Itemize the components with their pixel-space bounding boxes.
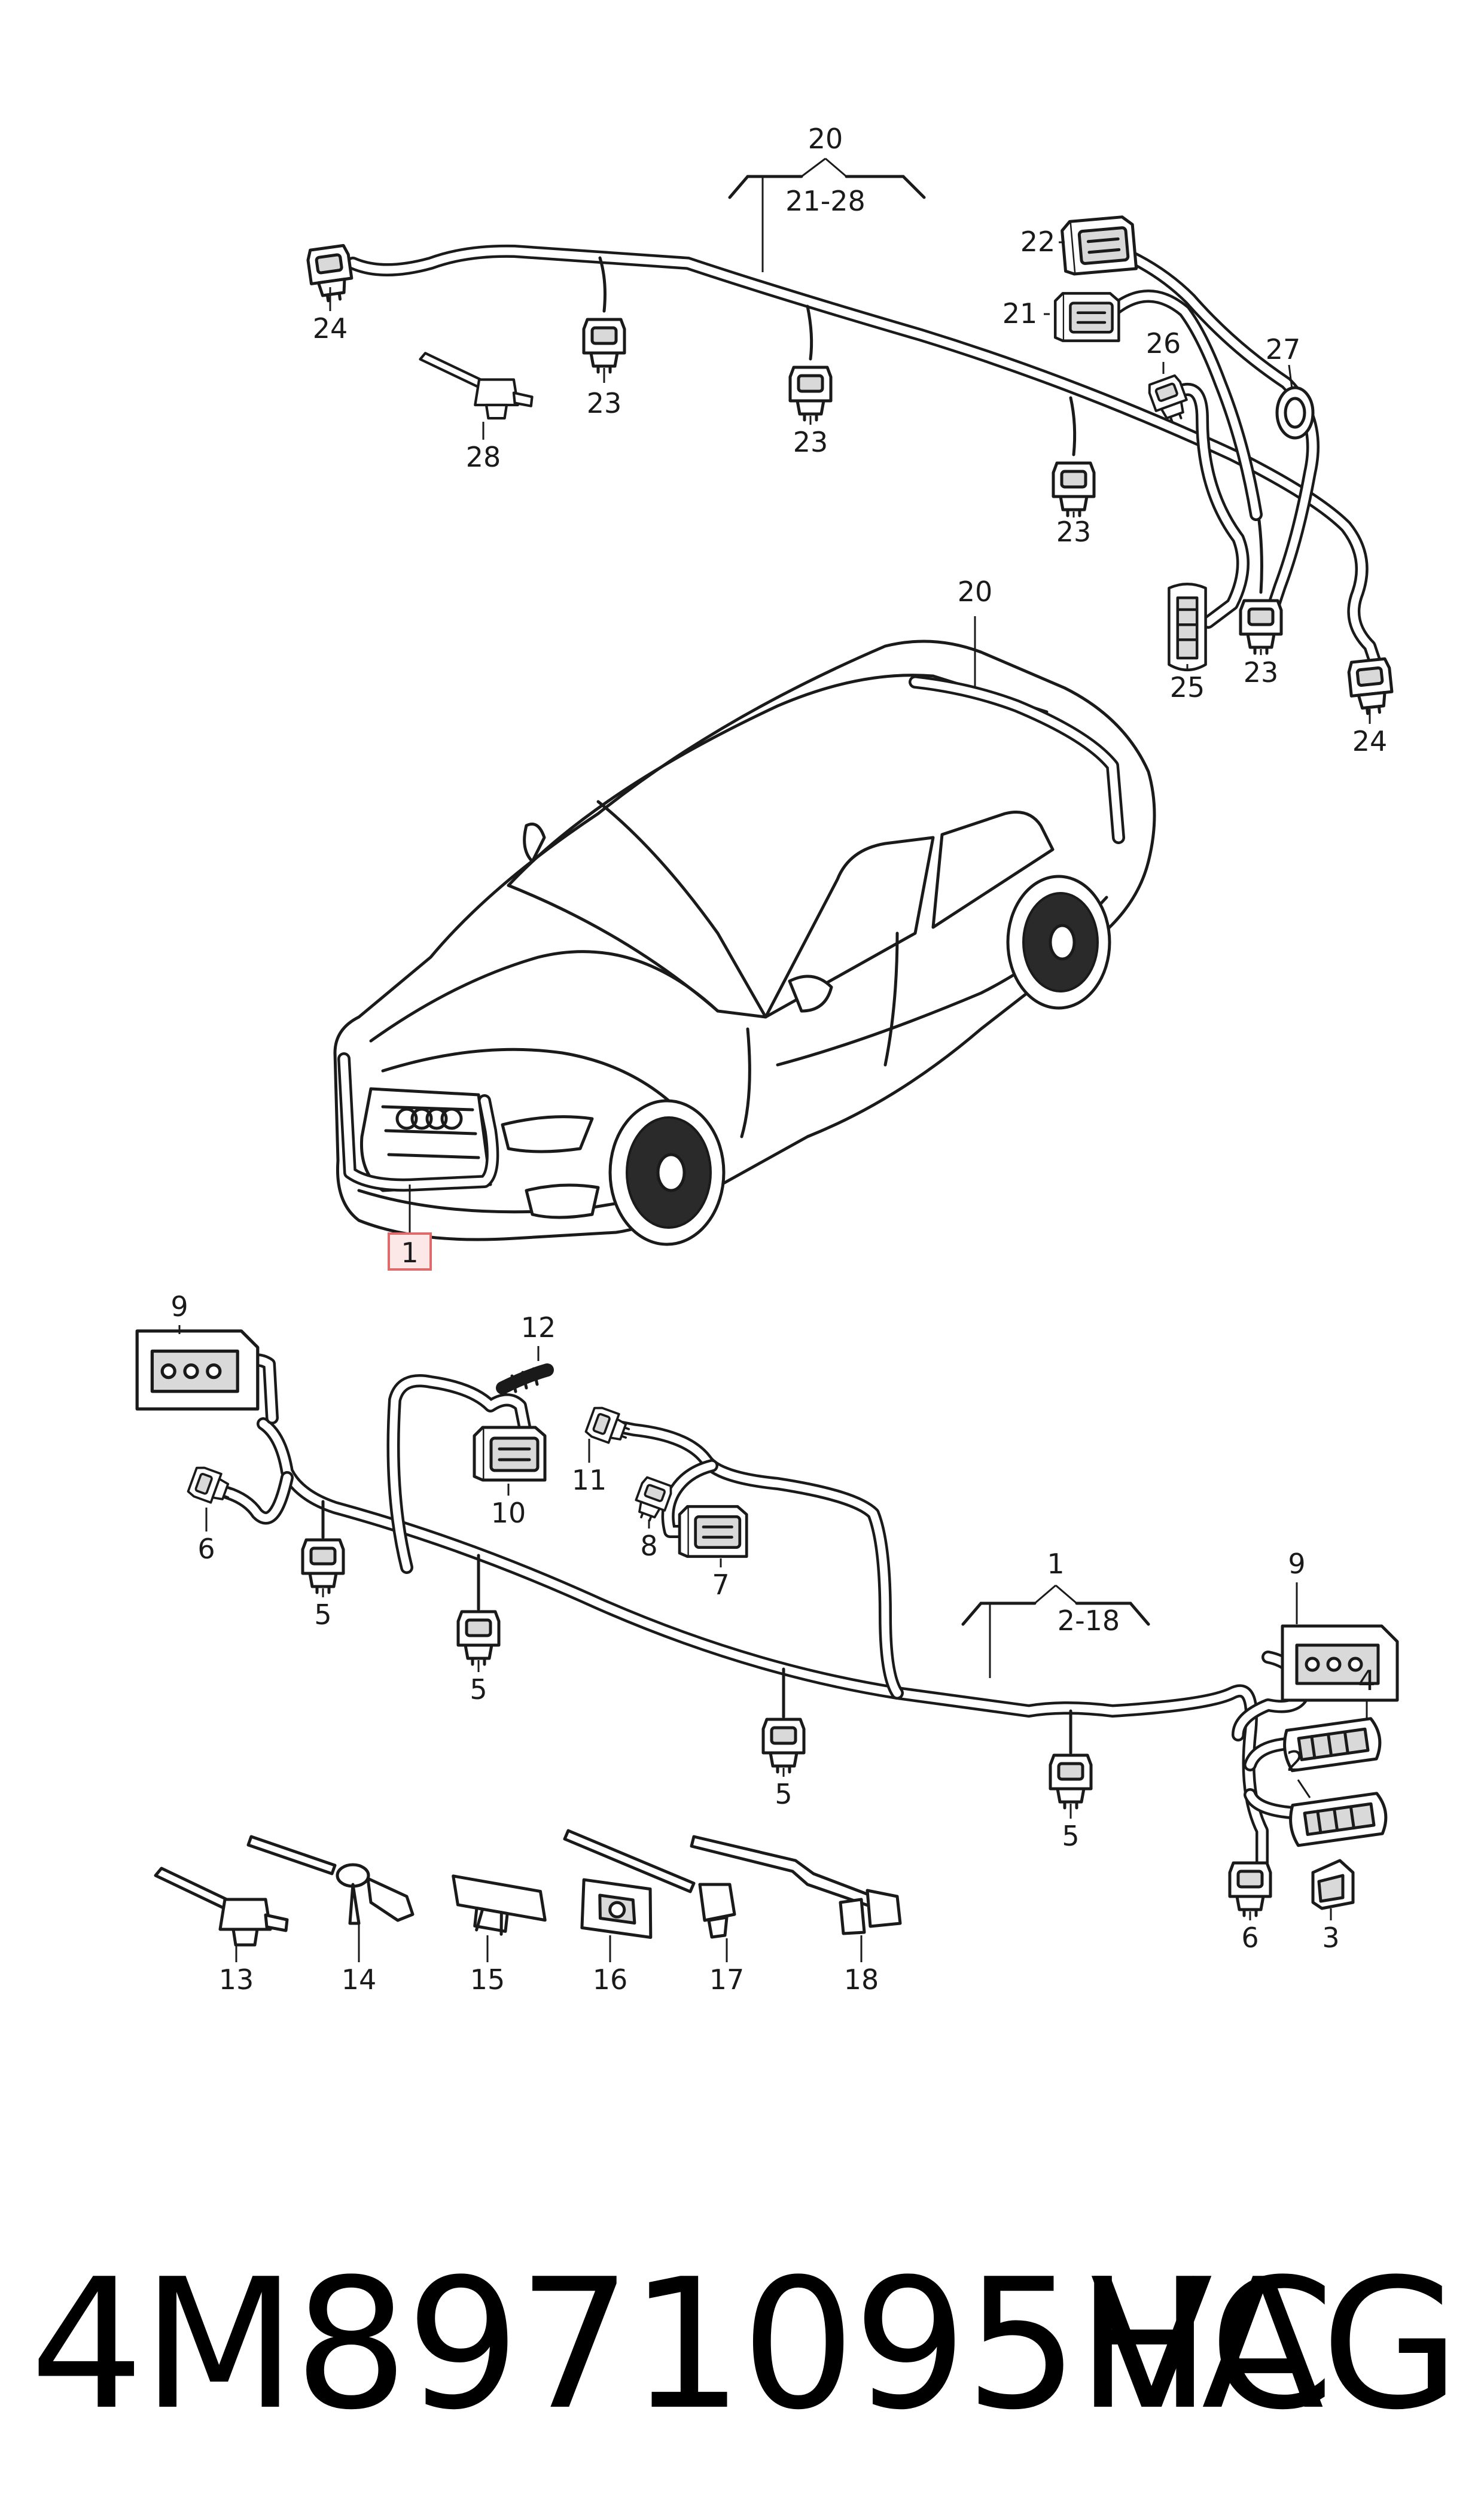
callout-13: 13 (219, 1963, 254, 1996)
rear-wheel (1006, 875, 1111, 1010)
corrugated-tube-12 (496, 1363, 554, 1395)
group-bracket-20: 20 21-28 (728, 123, 926, 272)
connector-11 (584, 1404, 634, 1449)
cable-tie-14 (246, 1835, 415, 1925)
callout-2: 2 (1286, 1745, 1303, 1777)
connector-23-b (790, 367, 831, 420)
connector-10 (474, 1427, 545, 1480)
connector-22 (1061, 216, 1136, 275)
connector-5-b (458, 1612, 499, 1664)
connector-21 (1055, 293, 1119, 340)
front-harness-wire (209, 1353, 1311, 1873)
connector-6-left (186, 1464, 236, 1509)
callout-23: 23 (587, 387, 622, 419)
connector-2 (1288, 1792, 1388, 1846)
callout-23: 23 (793, 426, 828, 458)
callout-18: 18 (844, 1963, 879, 1996)
callout-9: 9 (1288, 1548, 1305, 1580)
group-bracket-1: 1 2-18 (961, 1548, 1150, 1678)
callout-20: 20 (808, 123, 843, 155)
callout-2-18: 2-18 (1058, 1604, 1120, 1637)
fasteners-row: 13 14 15 16 17 18 (156, 1829, 902, 1996)
callout-9: 9 (170, 1290, 188, 1323)
callout-22: 22 (1020, 226, 1056, 258)
connector-7 (679, 1506, 746, 1557)
connector-5-a (303, 1540, 343, 1593)
callout-21: 21 (1002, 297, 1038, 330)
callout-4: 4 (1358, 1664, 1375, 1697)
highlight-box (388, 1232, 432, 1271)
connector-9-left (137, 1331, 258, 1409)
clip-15 (444, 1876, 550, 1941)
callout-26: 26 (1146, 327, 1181, 360)
connector-23-d (1241, 601, 1281, 653)
rear-harness-wire (346, 244, 1382, 671)
callout-3: 3 (1322, 1922, 1339, 1954)
cable-tie-17 (563, 1829, 736, 1939)
callout-5: 5 (314, 1599, 331, 1631)
callout-15: 15 (470, 1963, 505, 1996)
callout-6: 6 (1241, 1922, 1258, 1954)
front-wheel (608, 1099, 726, 1246)
connector-23-c (1053, 463, 1094, 516)
callout-23: 23 (1244, 656, 1279, 689)
callout-25: 25 (1170, 671, 1205, 704)
brand-name: VAG (1090, 2240, 1460, 2449)
cable-tie-28 (420, 353, 532, 418)
rear-harness-group: 20 21-28 (307, 123, 1394, 757)
callout-7: 7 (712, 1569, 729, 1601)
connector-23-a (584, 319, 624, 372)
clip-16 (577, 1880, 657, 1937)
callout-5: 5 (775, 1778, 792, 1810)
callout-8: 8 (640, 1530, 657, 1562)
callout-14: 14 (342, 1963, 377, 1996)
callout-10: 10 (491, 1497, 526, 1529)
callout-12: 12 (521, 1311, 556, 1344)
vehicle-illustration: 20 1 (333, 576, 1156, 1271)
callout-16: 16 (593, 1963, 628, 1996)
callout-23: 23 (1056, 516, 1092, 548)
callout-5: 5 (1062, 1820, 1079, 1852)
connector-5-d (1050, 1755, 1091, 1808)
part-number-footer: 4M8971095HC VAG (0, 2237, 1484, 2453)
callout-27: 27 (1266, 333, 1301, 366)
connector-3 (1311, 1859, 1355, 1910)
callout-1: 1 (1047, 1548, 1064, 1580)
connector-5-c (763, 1719, 804, 1772)
callout-24: 24 (313, 312, 348, 345)
callout-5: 5 (470, 1673, 487, 1706)
connector-24-right (1348, 659, 1394, 715)
callout-28: 28 (466, 441, 501, 473)
callout-20-vehicle: 20 (958, 576, 993, 608)
part-number: 4M8971095HC (30, 2240, 1334, 2449)
connector-6-right (1230, 1863, 1270, 1916)
connector-9-right (1282, 1626, 1397, 1700)
connector-25 (1169, 584, 1205, 670)
cable-tie-18 (690, 1835, 902, 1935)
cable-tie-13 (156, 1868, 287, 1945)
callout-11: 11 (572, 1464, 607, 1496)
callout-1-vehicle: 1 (401, 1237, 418, 1269)
callout-24: 24 (1352, 725, 1388, 757)
front-harness-group: 1 2-18 (137, 1290, 1397, 1954)
callout-6: 6 (197, 1533, 215, 1565)
wiring-harness-diagram: 20 21-28 (0, 123, 1484, 1996)
callout-21-28: 21-28 (785, 185, 866, 217)
callout-17: 17 (709, 1963, 745, 1996)
rings-emblem (395, 1107, 463, 1130)
